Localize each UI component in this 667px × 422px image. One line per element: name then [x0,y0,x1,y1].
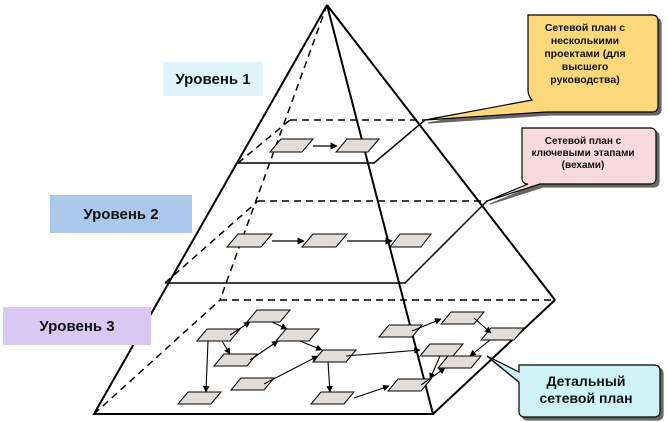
callout-top-text: Сетевой план с несколькими проектами (дл… [544,22,626,86]
level1-nodes [268,138,381,153]
level-2-label: Уровень 2 [50,195,192,233]
level2-nodes [225,233,433,248]
callout-middle-text: Сетевой план с ключевыми этапами (вехами… [531,136,635,171]
level-planes [164,119,488,284]
callout-bottom [486,355,661,418]
level-1-label: Уровень 1 [163,62,263,96]
level3-arrows [202,317,492,399]
level3-nodes [176,309,526,405]
callout-top [424,14,659,121]
callout-bottom-text: Детальный сетевой план [539,373,633,406]
level-3-label: Уровень 3 [3,307,151,345]
pyramid-outline [92,4,556,415]
callout-middle [486,127,657,202]
